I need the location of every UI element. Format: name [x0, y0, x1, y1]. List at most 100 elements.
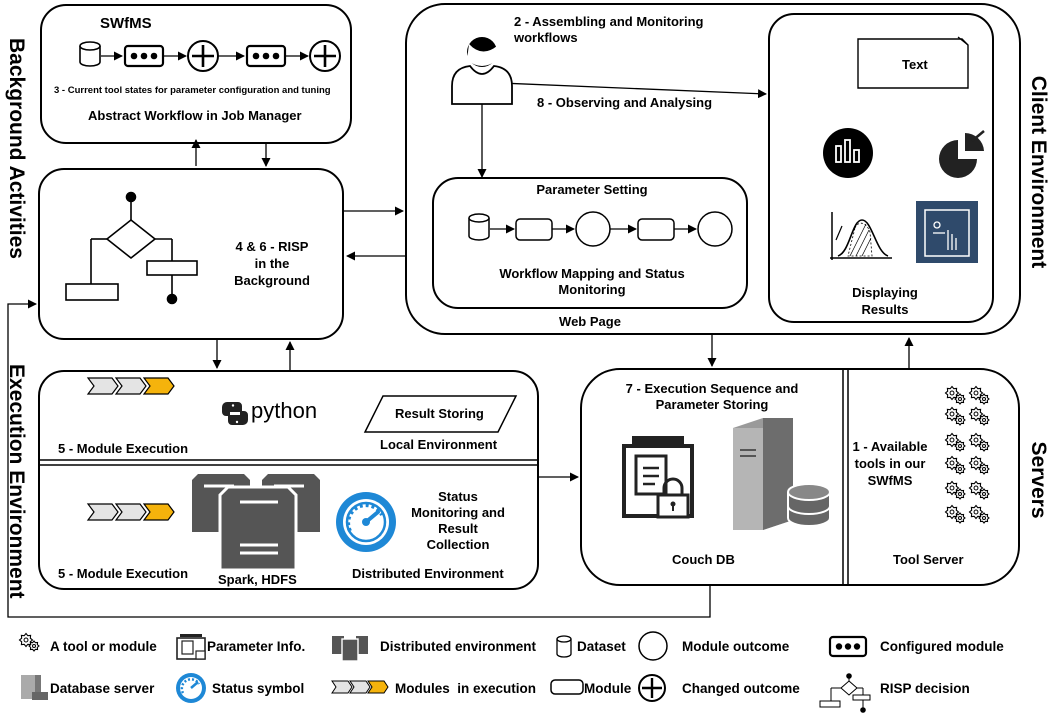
- legend-db-server-label: Database server: [50, 681, 155, 696]
- risp-box: [38, 168, 344, 340]
- database-server-icon: [733, 418, 831, 530]
- displaying-line: Results: [861, 302, 909, 317]
- legend-param-label: Parameter Info.: [207, 639, 306, 654]
- result-storing-label: Result Storing: [395, 406, 484, 421]
- gear-icon: [968, 504, 984, 520]
- execution-environment-label: Execution Environment: [5, 364, 28, 599]
- changed-outcome-icon: [187, 40, 219, 72]
- configured-module-icon: [245, 44, 287, 68]
- legend-changed-outcome-icon: [638, 674, 666, 702]
- gear-icon: [28, 640, 40, 652]
- legend-risp-decision-icon: [819, 673, 871, 713]
- gear-icon: [954, 440, 966, 452]
- gear-icon: [954, 463, 966, 475]
- gear-icon: [954, 512, 966, 524]
- risp-line: 4 & 6 - RISP: [235, 239, 309, 254]
- user-icon: [451, 37, 513, 105]
- risp-flowchart-icon: [65, 191, 198, 305]
- python-logo-icon: [222, 402, 248, 425]
- module-execution-distributed: 5 - Module Execution: [58, 566, 189, 581]
- tools-line: tools in our: [854, 456, 926, 471]
- displaying-results-label: Displaying Results: [830, 284, 940, 318]
- status-symbol-icon: [336, 492, 396, 552]
- legend-outcome-label: Module outcome: [682, 639, 790, 654]
- displaying-line: Displaying: [852, 285, 918, 300]
- gear-icon: [968, 480, 984, 496]
- tool-server-label: Tool Server: [893, 552, 964, 567]
- available-tools-label: 1 - Available tools in our SWfMS: [848, 438, 932, 489]
- legend-configured-label: Configured module: [880, 639, 1004, 654]
- job-manager-box: [40, 4, 352, 144]
- distributed-servers-icon: [192, 474, 320, 572]
- modules-in-execution-icon: [86, 503, 175, 521]
- servers-label: Servers: [1027, 441, 1050, 519]
- legend-changed-label: Changed outcome: [682, 681, 800, 696]
- module-execution-local: 5 - Module Execution: [58, 441, 189, 456]
- text-output-icon: [857, 36, 969, 89]
- tool-states-label: 3 - Current tool states for parameter co…: [54, 85, 331, 96]
- gear-icon: [944, 455, 960, 471]
- bar-chart-icon: [823, 128, 873, 178]
- gear-icon: [954, 393, 966, 405]
- exec-line: 7 - Execution Sequence and: [625, 381, 799, 396]
- legend-status-label: Status symbol: [212, 681, 305, 696]
- workflow-mapping-label: Workflow Mapping and Status Monitoring: [462, 266, 722, 298]
- text-output-label: Text: [902, 57, 928, 72]
- distributed-environment-label: Distributed Environment: [352, 566, 504, 581]
- module-outcome-icon: [697, 211, 733, 247]
- gear-icon: [978, 463, 990, 475]
- gear-icon: [968, 455, 984, 471]
- result-storing-shape: [363, 395, 518, 433]
- client-environment-label: Client Environment: [1027, 75, 1050, 269]
- legend-status-icon: [176, 673, 206, 703]
- web-page-label: Web Page: [559, 314, 621, 329]
- job-manager-title: Abstract Workflow in Job Manager: [88, 108, 302, 123]
- legend-risp-decision-label: RISP decision: [880, 681, 970, 696]
- status-line: Collection: [426, 537, 490, 552]
- observing-label: 8 - Observing and Analysing: [537, 95, 713, 110]
- legend-outcome-icon: [638, 631, 668, 661]
- gear-icon: [954, 414, 966, 426]
- assembling-label: 2 - Assembling and Monitoring workflows: [514, 14, 703, 46]
- gear-icon: [978, 488, 990, 500]
- pie-chart-icon: [939, 130, 985, 178]
- gear-icon: [968, 385, 984, 401]
- parameter-info-icon: [622, 436, 694, 519]
- legend-module-label: Module: [584, 681, 632, 696]
- gear-icon: [944, 385, 960, 401]
- mapping-line: Monitoring: [558, 282, 626, 297]
- gear-icon: [978, 414, 990, 426]
- legend-configured-module-icon: [828, 635, 868, 658]
- spark-hdfs-label: Spark, HDFS: [218, 572, 297, 587]
- legend-in-execution-icon: [331, 680, 389, 694]
- gear-icon: [944, 406, 960, 422]
- gear-icon: [944, 480, 960, 496]
- arrow-user-to-results: [499, 82, 767, 99]
- assembling-line: 2 - Assembling and Monitoring: [514, 14, 704, 29]
- legend-tool-icon: [18, 632, 40, 652]
- gear-icon: [954, 488, 966, 500]
- legend-database-server-icon: [21, 675, 48, 700]
- arrow-feedback-loop: [7, 299, 711, 618]
- status-line: Result: [438, 521, 478, 536]
- local-environment-label: Local Environment: [380, 437, 498, 452]
- legend-tool-label: A tool or module: [50, 639, 157, 654]
- changed-outcome-icon: [309, 40, 341, 72]
- module-icon: [637, 218, 675, 241]
- status-line: Monitoring and: [411, 505, 505, 520]
- risp-line: Background: [234, 273, 310, 288]
- legend-parameter-info-icon: [176, 634, 206, 660]
- legend-dataset-label: Dataset: [577, 639, 626, 654]
- modules-in-execution-icon: [86, 377, 175, 395]
- mapping-line: Workflow Mapping and Status: [499, 266, 685, 281]
- gear-icon: [968, 432, 984, 448]
- gear-icon: [18, 632, 34, 648]
- swfms-label: SWfMS: [100, 15, 152, 32]
- exec-line: Parameter Storing: [655, 397, 769, 412]
- gear-icon: [944, 432, 960, 448]
- tool-gears-group: [944, 385, 990, 524]
- dataset-icon: [468, 213, 490, 241]
- distribution-chart-icon: [830, 212, 892, 260]
- risp-line: in the: [254, 256, 290, 271]
